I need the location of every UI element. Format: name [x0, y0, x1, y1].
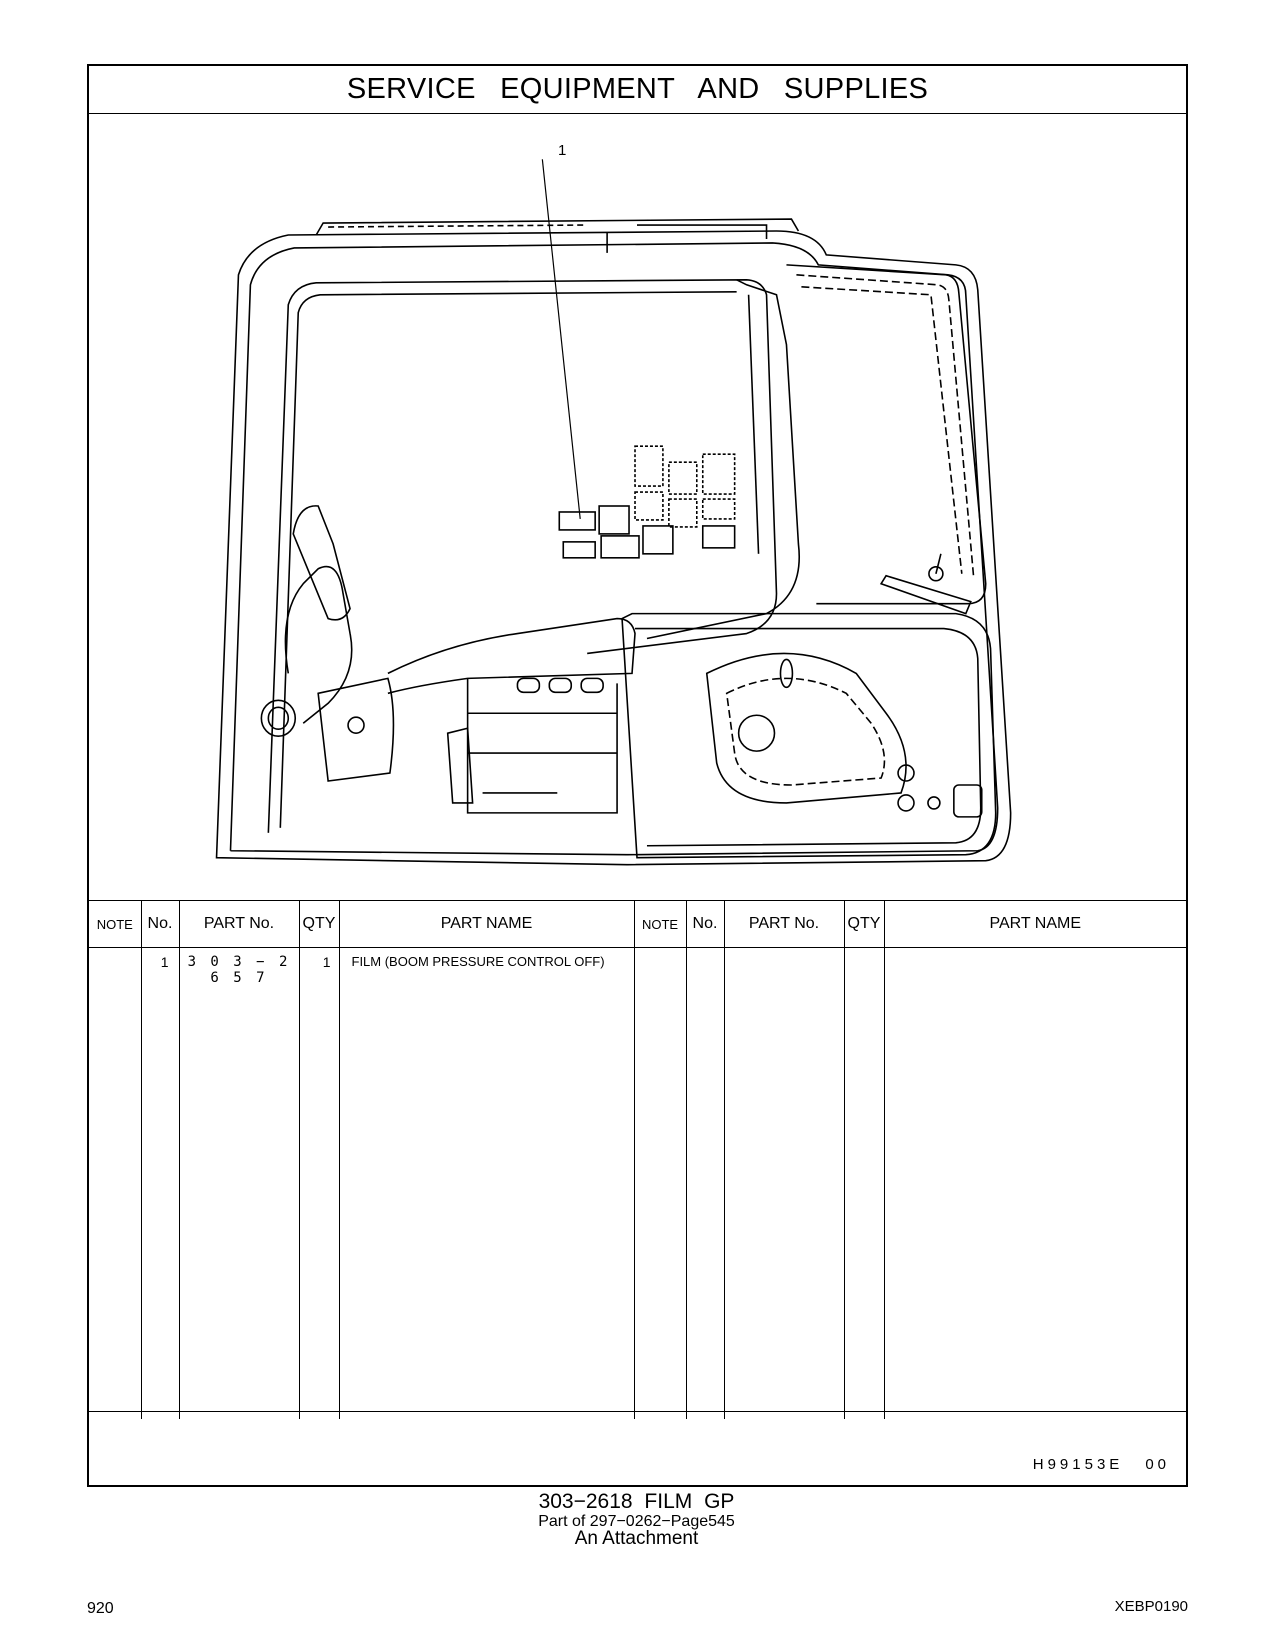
cell-empty: [633, 947, 686, 1419]
cell-empty: [843, 947, 884, 1419]
group-caption: 303−2618 FILM GP: [538, 1490, 735, 1513]
page-title: SERVICE EQUIPMENT AND SUPPLIES: [89, 66, 1186, 114]
column-header-part-no: PART No.: [178, 900, 299, 948]
page-number: 920: [87, 1600, 114, 1617]
column-header-note: NOTE: [89, 900, 141, 948]
cell-quantity: 1: [298, 947, 339, 1419]
column-header-part-name: PART NAME: [338, 900, 634, 948]
column-header-qty: QTY: [298, 900, 339, 948]
table-row: 1 3 0 3 − 2 6 5 7 1 FILM (BOOM PRESSURE …: [89, 947, 1186, 1420]
parts-table-header: NOTE No. PART No. QTY PART NAME NOTE No.…: [89, 900, 1186, 948]
cab-illustration: 1: [89, 114, 1186, 900]
drawing-code: H99153E 00: [1033, 1456, 1170, 1473]
cell-part-number: 3 0 3 − 2 6 5 7: [178, 947, 299, 1419]
cab-line-drawing: [215, 159, 1012, 866]
table-bottom-rule: [89, 1411, 1186, 1412]
cell-item-number: 1: [140, 947, 179, 1419]
cell-empty: [685, 947, 724, 1419]
document-code: XEBP0190: [1114, 1598, 1188, 1615]
column-header-part-no-2: PART No.: [723, 900, 844, 948]
column-header-note-2: NOTE: [633, 900, 686, 948]
column-header-qty-2: QTY: [843, 900, 884, 948]
cell-note: [89, 948, 141, 1420]
drawing-revision: 00: [1145, 1456, 1170, 1473]
drawing-number: H99153E: [1032, 1456, 1124, 1473]
cell-empty: [723, 947, 844, 1419]
parts-table: NOTE No. PART No. QTY PART NAME NOTE No.…: [89, 900, 1186, 1419]
attachment-caption: An Attachment: [574, 1528, 699, 1549]
column-header-no: No.: [140, 900, 179, 948]
callout-label-1: 1: [558, 142, 567, 159]
part-of-caption: Part of 297−0262−Page545: [538, 1513, 735, 1530]
column-header-part-name-2: PART NAME: [883, 900, 1186, 948]
cell-empty: [883, 947, 1186, 1419]
cell-part-name: FILM (BOOM PRESSURE CONTROL OFF): [338, 947, 634, 1419]
column-header-no-2: No.: [685, 900, 724, 948]
catalog-page-frame: SERVICE EQUIPMENT AND SUPPLIES: [87, 64, 1188, 1487]
